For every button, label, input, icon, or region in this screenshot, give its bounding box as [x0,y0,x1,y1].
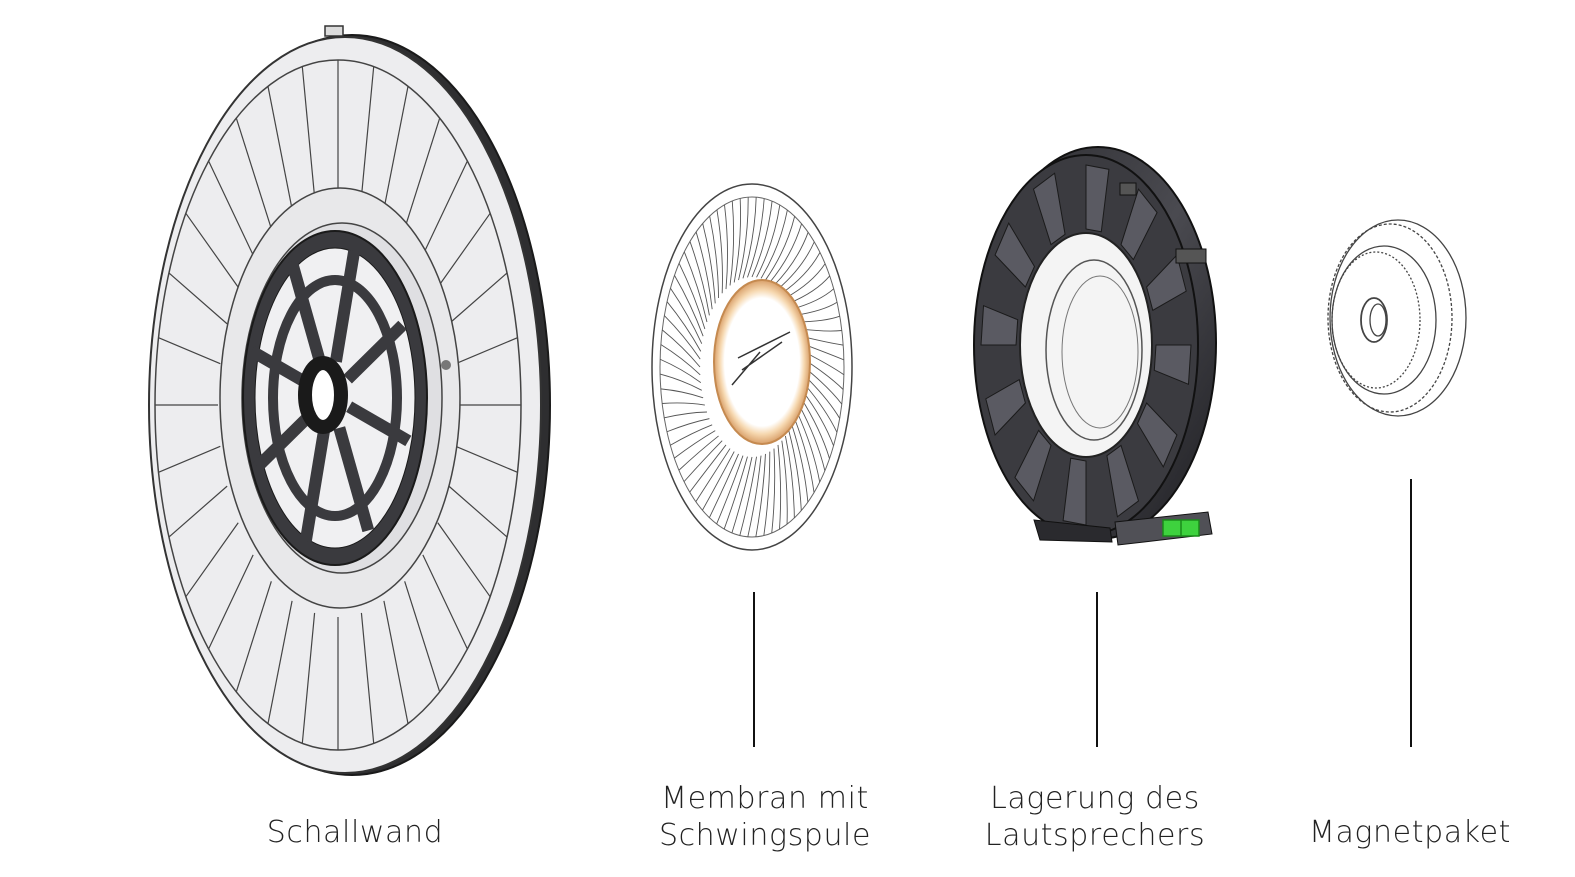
label-schallwand: Schallwand [266,815,444,850]
label-membran: Membran mit Schwingspule [658,781,872,853]
schallwand-part [148,25,551,776]
magnet-part [1327,219,1467,417]
label-magnetpaket: Magnetpaket [1308,815,1512,850]
label-lagerung: Lagerung des Lautsprechers [984,781,1206,853]
lagerung-part [973,146,1217,546]
membran-part [651,183,853,551]
